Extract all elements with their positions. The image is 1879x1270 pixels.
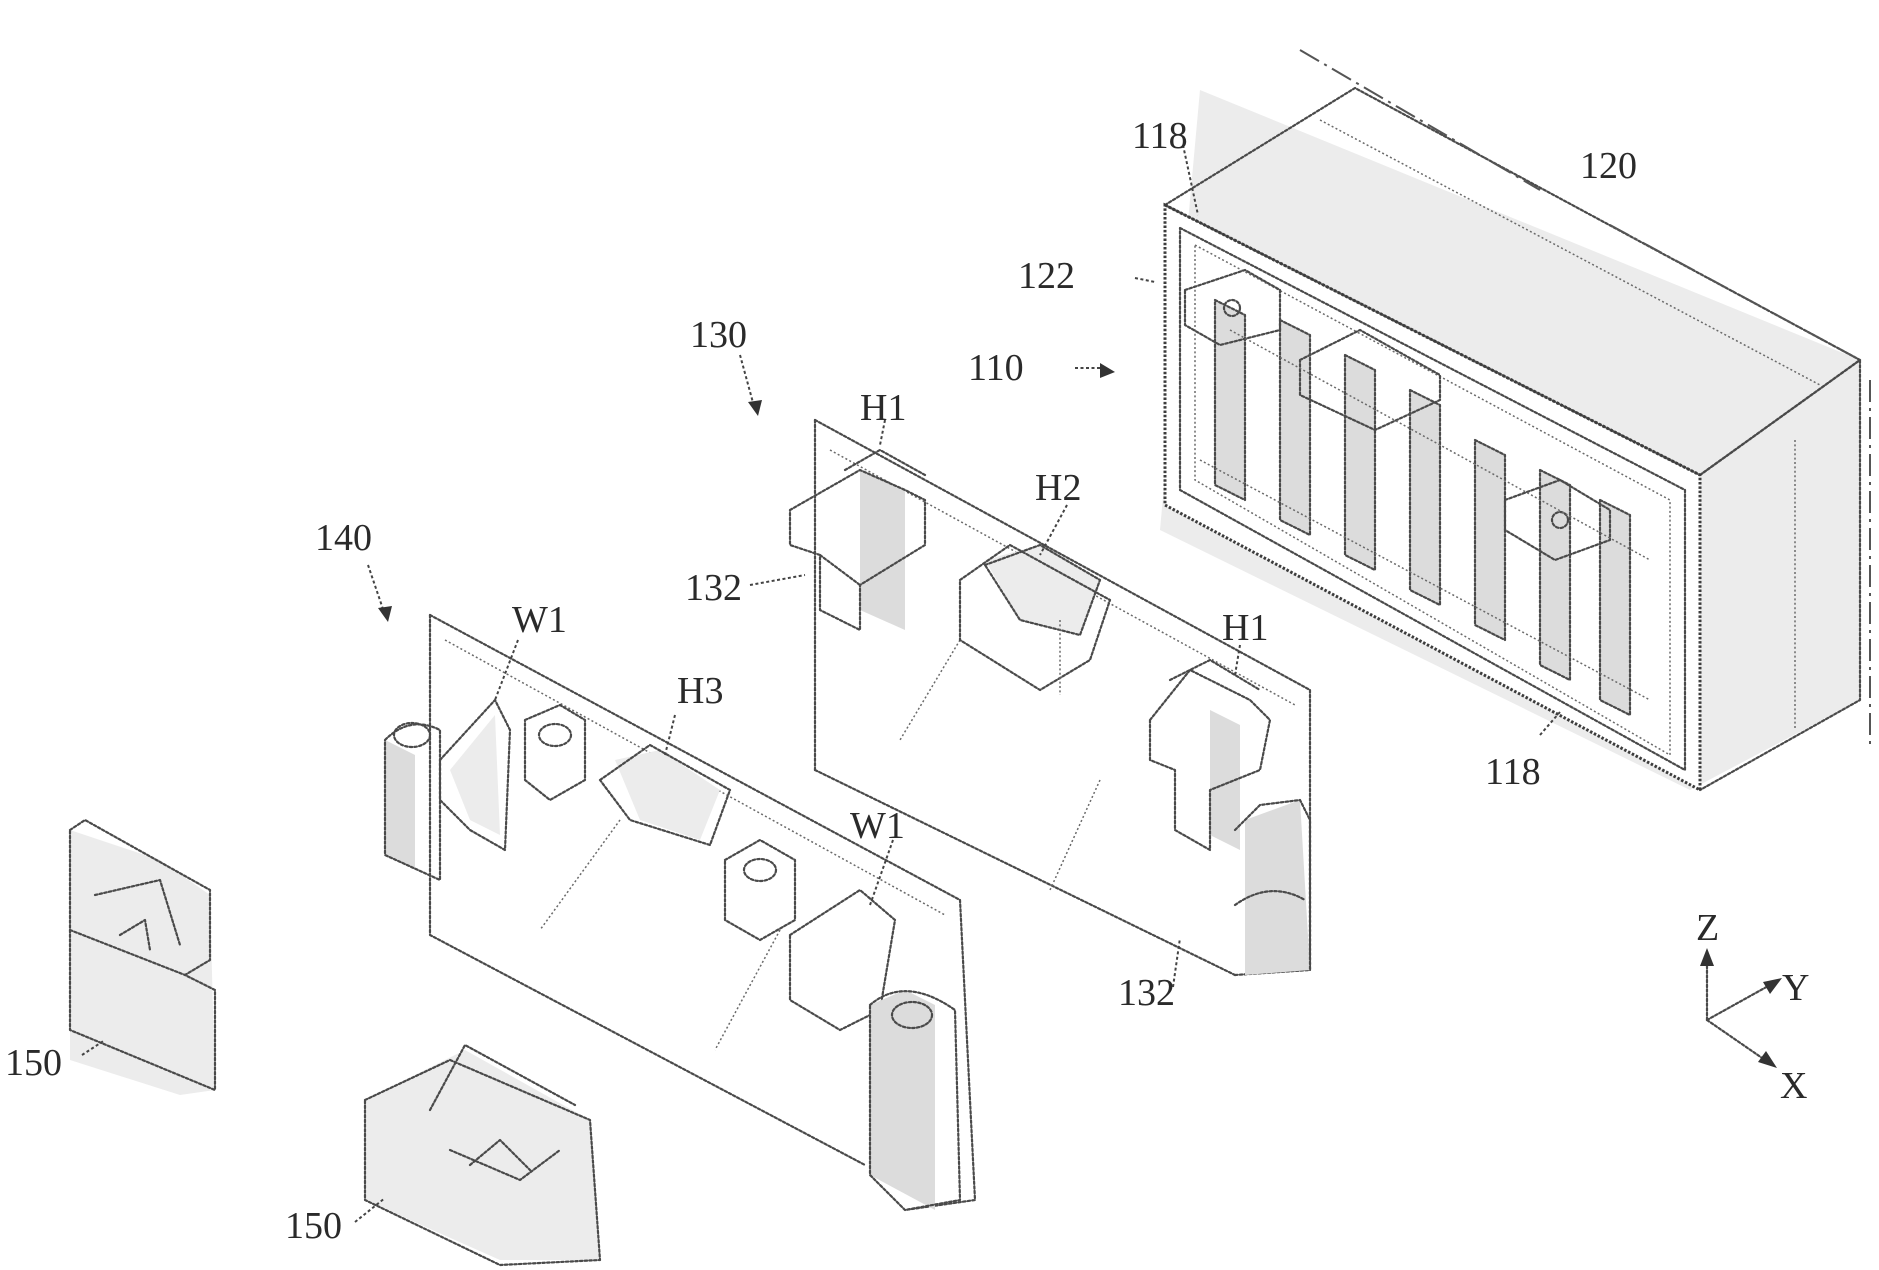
cap-150-bottom	[365, 1045, 600, 1265]
label-118-top: 118	[1132, 115, 1188, 157]
label-118-bottom: 118	[1485, 751, 1541, 793]
label-w1-right: W1	[850, 805, 905, 847]
label-150-left: 150	[5, 1042, 62, 1084]
label-122: 122	[1018, 255, 1075, 297]
label-120: 120	[1580, 145, 1637, 187]
axis-label-y: Y	[1782, 967, 1809, 1009]
cap-150-left	[70, 820, 215, 1095]
label-132-right: 132	[1118, 972, 1175, 1014]
label-110: 110	[968, 347, 1024, 389]
label-h1-left: H1	[860, 387, 906, 429]
label-h1-right: H1	[1222, 607, 1268, 649]
label-140: 140	[315, 517, 372, 559]
label-132-left: 132	[685, 567, 742, 609]
axis-label-z: Z	[1696, 907, 1719, 949]
label-w1-left: W1	[512, 599, 567, 641]
label-h2: H2	[1035, 467, 1081, 509]
label-150-bottom: 150	[285, 1205, 342, 1247]
label-130: 130	[690, 314, 747, 356]
axis-indicator: Z Y X	[1696, 907, 1809, 1107]
axis-label-x: X	[1780, 1065, 1807, 1107]
label-h3: H3	[677, 670, 723, 712]
